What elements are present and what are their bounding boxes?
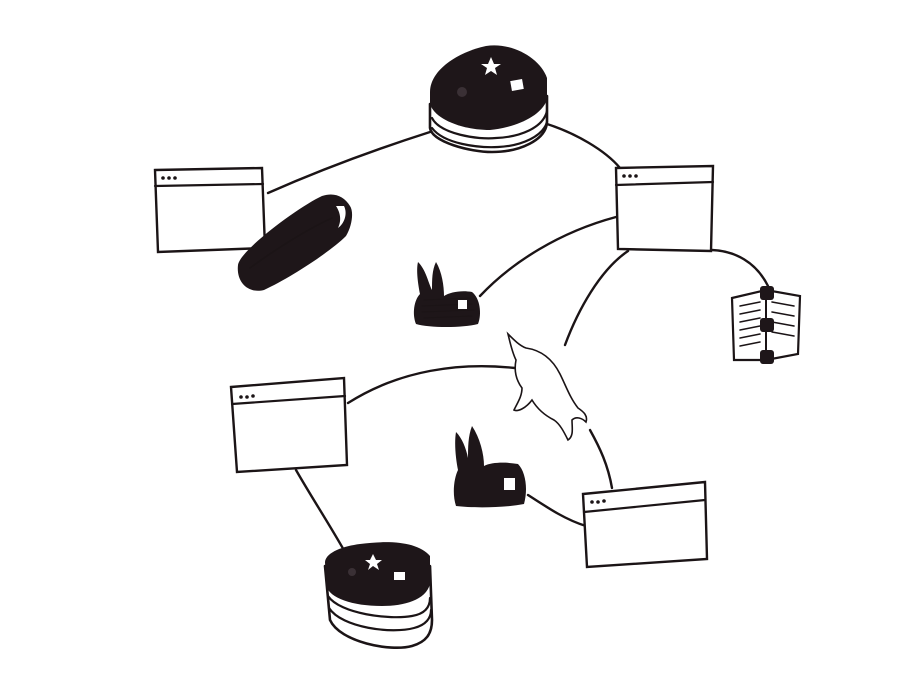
window-left-icon [153, 166, 267, 254]
connector-dolphin-to-window-bottom [588, 428, 614, 490]
window-bottom-right-icon [581, 480, 709, 569]
book-icon [730, 286, 802, 364]
connector-window-middle-to-dolphin [346, 364, 517, 405]
connector-db-top-to-window-right [545, 122, 622, 170]
connector-window-middle-to-db-bottom [294, 468, 347, 554]
database-top-icon [428, 45, 549, 154]
connector-window-right-to-book [710, 248, 770, 288]
window-middle-left-icon [229, 376, 349, 474]
connectors [266, 122, 770, 554]
dolphin-icon [506, 331, 588, 442]
window-right-top-icon [614, 164, 715, 253]
pipe-icon [237, 194, 353, 291]
connector-window-right-to-rabbit [478, 215, 618, 298]
rabbit-upper-icon [413, 262, 480, 327]
connector-rabbit-to-window-bottom [526, 493, 588, 528]
database-bottom-icon [323, 542, 434, 650]
rabbit-lower-icon [453, 426, 526, 508]
connector-window-right-to-dolphin [563, 249, 630, 347]
connector-db-top-to-window-left [266, 130, 432, 195]
